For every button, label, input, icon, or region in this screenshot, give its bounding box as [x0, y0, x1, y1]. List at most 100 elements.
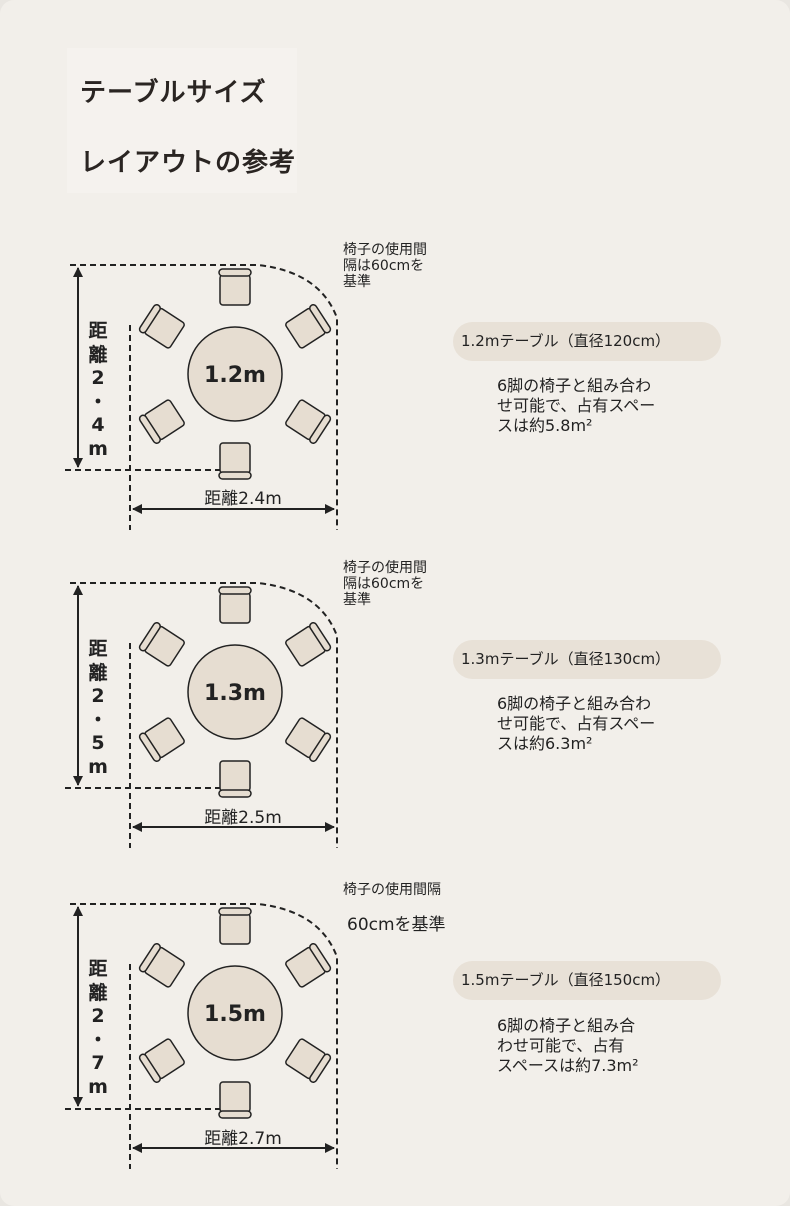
- label-char: 2: [91, 685, 105, 707]
- chair: [138, 717, 185, 762]
- chair-seat: [219, 1081, 251, 1113]
- chair: [138, 304, 185, 349]
- table-size-pill: 1.5mテーブル（直径150cm）: [453, 961, 721, 1000]
- desc-line: 6脚の椅子と組み合わ: [497, 694, 652, 713]
- table-size-pill: 1.3mテーブル（直径130cm）: [453, 640, 721, 679]
- chair-seat: [219, 274, 251, 306]
- layout-diagram-1: 1.2m: [65, 264, 338, 530]
- chair: [285, 399, 332, 444]
- chair-backrest: [309, 414, 332, 444]
- chair-backrest: [138, 943, 161, 973]
- chair-backrest: [218, 1110, 252, 1119]
- note-line: 基準: [343, 274, 371, 290]
- chair-seat: [219, 760, 251, 792]
- desc-line: 6脚の椅子と組み合わ: [497, 376, 652, 395]
- label-char: 距: [88, 320, 108, 342]
- page-title: テーブルサイズ: [80, 78, 267, 108]
- chair-backrest: [218, 586, 252, 595]
- label-char: m: [88, 437, 108, 460]
- vertical-distance-label: 距 離 2 ・ 7 m: [84, 958, 112, 1099]
- chair: [218, 907, 252, 945]
- horizontal-distance-label: 距離2.4m: [204, 489, 282, 509]
- desc-line: スは約5.8m²: [497, 416, 593, 435]
- round-table: [187, 965, 283, 1061]
- chair: [285, 304, 332, 349]
- horizontal-distance-label: 距離2.7m: [204, 1129, 282, 1149]
- chair-backrest: [138, 732, 161, 762]
- layout-diagram-3: 1.5m: [65, 903, 338, 1169]
- chair: [285, 1038, 332, 1083]
- chair-backrest: [309, 1053, 332, 1083]
- chair-backrest: [138, 414, 161, 444]
- vertical-distance-label: 距 離 2 ・ 5 m: [84, 638, 112, 779]
- chair: [218, 1081, 252, 1119]
- label-char: ・: [88, 708, 108, 731]
- desc-line: わせ可能で、占有: [497, 1036, 625, 1055]
- label-char: 5: [91, 732, 105, 754]
- label-char: 距: [88, 638, 108, 660]
- label-char: 離: [88, 343, 108, 366]
- round-table: [187, 326, 283, 422]
- chair-spacing-note: 椅子の使用間 隔は60cmを 基準: [343, 242, 427, 290]
- table-size-label: 1.3m: [204, 681, 266, 706]
- label-char: 7: [91, 1052, 105, 1074]
- note-line: 基準: [343, 592, 371, 608]
- chair-backrest: [309, 304, 332, 334]
- boundary-dashed-line: [70, 582, 338, 848]
- chair-backrest: [218, 907, 252, 916]
- desc-line: 6脚の椅子と組み合: [497, 1016, 636, 1035]
- desc-line: せ可能で、占有スペー: [497, 714, 656, 733]
- chair: [138, 943, 185, 988]
- chair: [218, 586, 252, 624]
- label-char: 2: [91, 1005, 105, 1027]
- chair-backrest: [218, 789, 252, 798]
- boundary-dashed-line: [70, 264, 338, 530]
- chair: [285, 943, 332, 988]
- chair-spacing-note: 椅子の使用間隔: [343, 882, 441, 898]
- chair-backrest: [138, 304, 161, 334]
- chair-backrest: [138, 1053, 161, 1083]
- chair: [218, 760, 252, 798]
- chair: [138, 622, 185, 667]
- table-size-pill: 1.2mテーブル（直径120cm）: [453, 322, 721, 361]
- chair-spacing-note: 椅子の使用間 隔は60cmを 基準: [343, 560, 427, 608]
- chair-backrest: [218, 471, 252, 480]
- note-line: 隔は60cmを: [343, 258, 425, 274]
- label-char: m: [88, 1075, 108, 1098]
- chair-backrest: [138, 622, 161, 652]
- vertical-distance-label: 距 離 2 ・ 4 m: [84, 320, 112, 461]
- chair: [285, 622, 332, 667]
- chair: [285, 717, 332, 762]
- label-char: 離: [88, 981, 108, 1004]
- label-char: ・: [88, 1028, 108, 1051]
- chair-backrest: [218, 268, 252, 277]
- chair-backrest: [309, 943, 332, 973]
- label-char: ・: [88, 390, 108, 413]
- chair-seat: [219, 592, 251, 624]
- table-size-label: 1.2m: [204, 363, 266, 388]
- desc-line: スは約6.3m²: [497, 734, 593, 753]
- horizontal-distance-label: 距離2.5m: [204, 808, 282, 828]
- label-char: 4: [91, 414, 105, 436]
- note-line: 椅子の使用間: [343, 560, 427, 576]
- label-char: 2: [91, 367, 105, 389]
- boundary-dashed-line: [70, 903, 338, 1169]
- note-line: 隔は60cmを: [343, 576, 425, 592]
- note-line: 60cmを基準: [347, 915, 446, 935]
- note-line: 椅子の使用間隔: [343, 882, 441, 898]
- chair-seat: [219, 913, 251, 945]
- label-char: 離: [88, 661, 108, 684]
- title-panel: [67, 48, 297, 193]
- page-subtitle: レイアウトの参考: [80, 148, 297, 178]
- chair-backrest: [309, 732, 332, 762]
- layout-diagram-2: 1.3m: [65, 582, 338, 848]
- round-table: [187, 644, 283, 740]
- table-description: 6脚の椅子と組み合わ せ可能で、占有スペー スは約5.8m²: [497, 376, 655, 436]
- table-description: 6脚の椅子と組み合わ せ可能で、占有スペー スは約6.3m²: [497, 694, 655, 754]
- desc-line: スペースは約7.3m²: [497, 1056, 639, 1075]
- table-size-label: 1.5m: [204, 1002, 266, 1027]
- table-description: 6脚の椅子と組み合 わせ可能で、占有 スペースは約7.3m²: [497, 1016, 639, 1076]
- note-line: 椅子の使用間: [343, 242, 427, 258]
